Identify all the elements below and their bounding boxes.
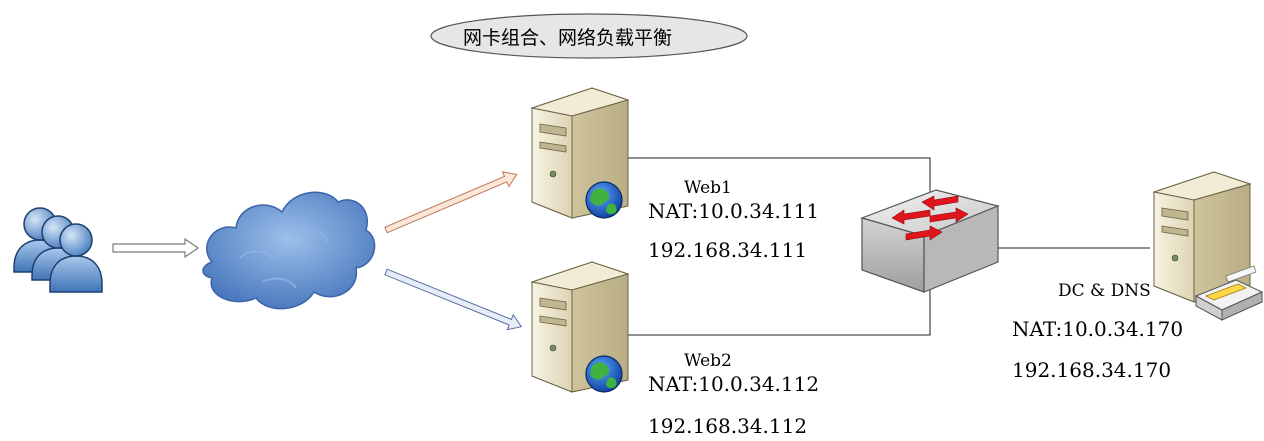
printer-icon: [1194, 265, 1264, 321]
link-web2-switch: [628, 288, 931, 336]
link-web1-switch: [628, 157, 931, 205]
users-icon: [13, 207, 103, 293]
flow-arrows: [112, 171, 523, 331]
web2-name: Web2: [684, 351, 732, 371]
title-ellipse: [430, 13, 748, 59]
dc-nat: NAT:10.0.34.170: [1012, 317, 1184, 341]
dc-lan: 192.168.34.170: [1012, 358, 1172, 382]
connection-lines: [628, 157, 1150, 336]
switch-icon: [860, 189, 1000, 293]
web2-lan: 192.168.34.112: [648, 414, 808, 438]
arrow-cloud-web1: [384, 171, 518, 234]
arrow-cloud-web2: [384, 268, 523, 331]
web1-lan: 192.168.34.111: [648, 238, 808, 262]
globe-icon: [585, 355, 623, 393]
dc-name: DC & DNS: [1058, 281, 1151, 301]
globe-icon: [585, 181, 623, 219]
web1-nat: NAT:10.0.34.111: [648, 199, 820, 223]
web1-name: Web1: [684, 178, 732, 198]
cloud-icon: [202, 191, 376, 310]
web2-nat: NAT:10.0.34.112: [648, 372, 820, 396]
arrow-users-cloud: [112, 237, 200, 259]
diagram-title: 网卡组合、网络负载平衡: [463, 27, 673, 49]
